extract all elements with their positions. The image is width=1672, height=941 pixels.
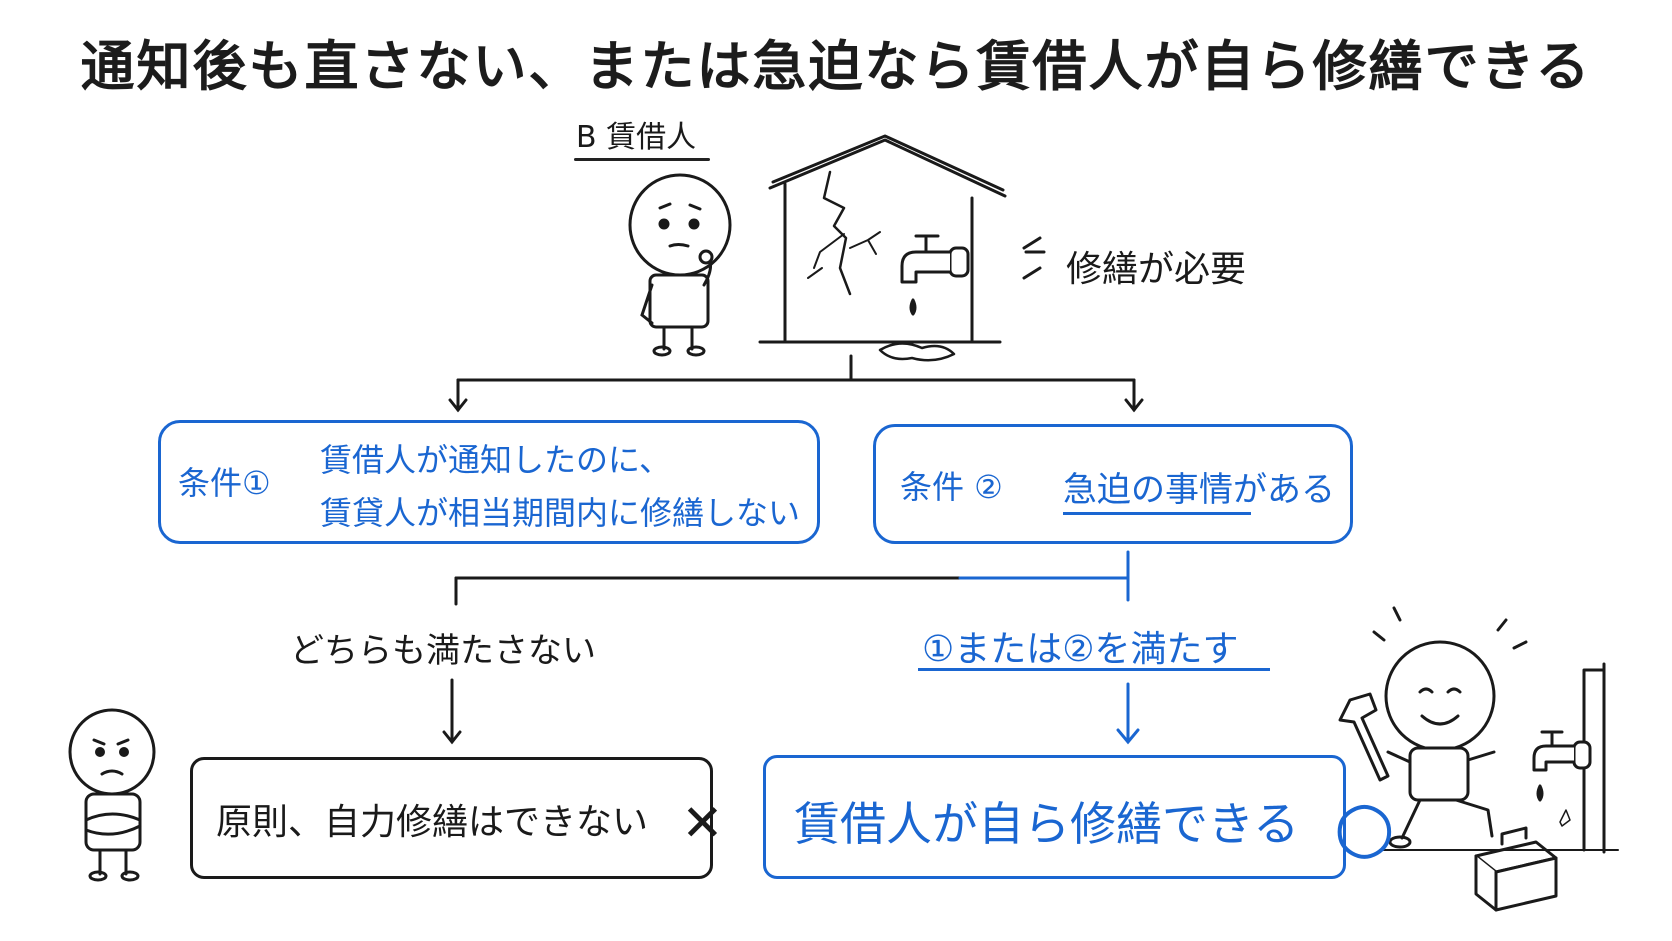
- result-yes-box: [763, 755, 1346, 879]
- branch-either-underline: [918, 668, 1270, 671]
- house-icon: [758, 134, 1007, 362]
- result-no-text: 原則、自力修繕はできない ✕: [216, 793, 723, 852]
- result-no-label: 原則、自力修繕はできない: [216, 802, 649, 843]
- circle-mark-icon: ○: [1333, 785, 1395, 867]
- repair-needed-label: 修繕が必要: [1066, 249, 1247, 290]
- wall-faucet-icon: [1532, 662, 1606, 854]
- emphasis-marks: [1022, 236, 1046, 280]
- condition1-box: [158, 420, 820, 544]
- faucet-icon: [900, 234, 970, 316]
- condition1-line2: 賃貸人が相当期間内に修繕しない: [320, 494, 801, 532]
- worried-person-icon: [68, 708, 156, 882]
- result-yes-label: 賃借人が自ら修繕できる: [794, 797, 1300, 851]
- cross-mark-icon: ✕: [681, 794, 724, 852]
- happy-person-icon: [1372, 606, 1528, 849]
- condition2-underline: [1063, 512, 1251, 515]
- condition2-box: [873, 424, 1353, 544]
- tenant-label: B 賃借人: [576, 120, 697, 155]
- toolbox-icon: [1474, 826, 1558, 912]
- branch-neither-label: どちらも満たさない: [290, 631, 596, 671]
- page-title: 通知後も直さない、または急迫なら賃借人が自ら修繕できる: [80, 35, 1592, 98]
- tenant-label-underline: [574, 158, 710, 161]
- branch-either-label: ①または②を満たす: [922, 629, 1239, 670]
- thinking-person-icon: [628, 173, 732, 357]
- condition1-title: 条件①: [178, 464, 271, 502]
- top-connectors: [448, 354, 1144, 413]
- branch-connectors: [442, 550, 1140, 745]
- result-no-box: [190, 757, 713, 879]
- result-yes-text: 賃借人が自ら修繕できる ○: [794, 785, 1395, 867]
- condition2-text: 急迫の事情がある: [1063, 470, 1335, 510]
- wrench-icon: [1338, 692, 1390, 782]
- condition1-line1: 賃借人が通知したのに、: [320, 441, 672, 479]
- condition2-title: 条件 ②: [900, 468, 1003, 506]
